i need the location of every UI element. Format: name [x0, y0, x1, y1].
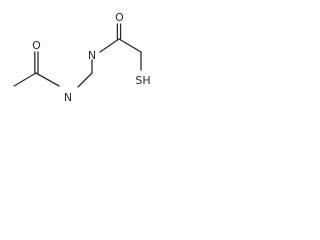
bond-ch3-c1 — [13, 72, 37, 87]
bond-c2-ch2 — [118, 38, 142, 53]
atom-nitrogen-right: N — [88, 49, 96, 62]
atom-oxygen-left: O — [32, 39, 41, 52]
atom-sulfur-thiol: SH — [135, 74, 150, 87]
bond-c1-n-left — [35, 72, 60, 87]
bond-n-right-c2 — [99, 38, 120, 53]
bond-n-left-ch2 — [77, 72, 93, 88]
molecule-structure-diagram: O N N O SH — [13, 11, 151, 104]
atom-oxygen-right: O — [115, 11, 124, 24]
atom-nitrogen-left: N — [64, 91, 72, 104]
